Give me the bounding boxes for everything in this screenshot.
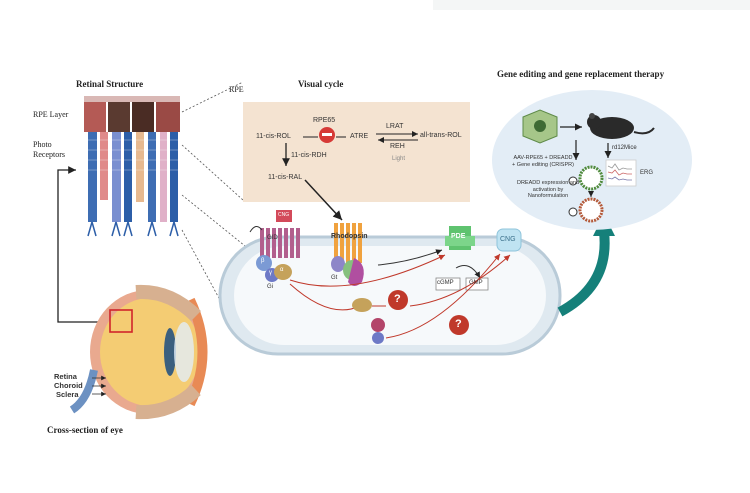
pde-label: PDE xyxy=(451,233,466,240)
rpe-label: RPE xyxy=(229,85,244,94)
gid-receptor xyxy=(249,210,300,258)
all-trans-rol-label: all-trans-ROL xyxy=(420,132,462,139)
retina-label: Retina xyxy=(54,372,77,381)
photo-receptors-label: Photo Receptors xyxy=(33,140,65,159)
vector-label: AAV-RPE65 + DREADD + Gene editing (CRISP… xyxy=(512,155,574,168)
atre-label: ATRE xyxy=(350,133,369,140)
alpha-label: α xyxy=(280,267,284,273)
dreadd-label: DREADD expression and activation by Nano… xyxy=(516,180,580,200)
cone-cell xyxy=(136,132,144,202)
gene-editing-title: Gene editing and gene replacement therap… xyxy=(497,69,665,79)
rhodopsin-label: Rhodopsin xyxy=(331,233,368,240)
question-mark-1: ? xyxy=(394,293,401,305)
question-mark-2: ? xyxy=(455,318,462,330)
retinal-structure-title: Retinal Structure xyxy=(76,79,144,89)
rpe65-label: RPE65 xyxy=(313,117,336,124)
rod-cell xyxy=(112,132,121,222)
eleven-cis-rol-label: 11-cis-ROL xyxy=(256,133,291,140)
cng-label: CNG xyxy=(500,236,516,243)
eleven-cis-ral-label: 11-cis-RAL xyxy=(268,174,303,181)
erg-label: ERG xyxy=(640,170,654,176)
top-faint-bar xyxy=(433,0,750,10)
mouse-icon xyxy=(587,113,655,139)
nanoparticle-icon xyxy=(568,165,604,223)
cgmp-label: cGMP xyxy=(437,280,454,286)
therapy-curve-arrow xyxy=(557,231,610,317)
eye-cross-section xyxy=(69,284,208,420)
rhodopsin xyxy=(331,223,364,286)
rd12mice-label: rd12Mice xyxy=(612,145,637,151)
cross-section-title: Cross-section of eye xyxy=(47,425,123,435)
question-marker-1 xyxy=(388,290,408,310)
gid-label: GID xyxy=(267,235,278,241)
rpe-layer-label: RPE Layer xyxy=(33,110,69,119)
pde-channel xyxy=(445,226,475,250)
cone-cell xyxy=(100,132,108,200)
beta-label: β xyxy=(261,258,265,264)
aav-virus-icon xyxy=(522,109,558,144)
rod-cell xyxy=(124,132,132,222)
rod-cell xyxy=(88,132,97,222)
gi-label: Gi xyxy=(267,284,273,290)
erg-trace xyxy=(605,159,637,187)
cone-cell xyxy=(160,132,167,222)
visual-cycle-title: Visual cycle xyxy=(298,79,344,89)
cng-small-label: CNG xyxy=(278,212,290,218)
light-label: Light xyxy=(392,156,406,162)
choroid-label: Choroid xyxy=(54,381,83,390)
reh-label: REH xyxy=(390,143,405,150)
gamma-label: γ xyxy=(269,270,272,276)
rod-cell xyxy=(170,132,178,222)
retina-structure-illustration xyxy=(84,96,180,237)
eye-to-retina-arrow xyxy=(57,166,108,323)
eleven-cis-rdh-label: 11-cis-RDH xyxy=(291,152,327,159)
sclera-label: Sclera xyxy=(56,390,79,399)
question-marker-2 xyxy=(449,315,469,335)
lrat-label: LRAT xyxy=(386,123,404,130)
zoom-box xyxy=(109,309,133,333)
ral-to-rhodopsin-arrow xyxy=(304,179,343,221)
gi-to-pde-arrow xyxy=(289,254,446,287)
zoom-lines xyxy=(181,81,251,301)
gmp-label: GMP xyxy=(469,280,483,286)
visual-cycle-box xyxy=(243,102,470,202)
rod-cell xyxy=(148,132,156,222)
cng-channel xyxy=(496,228,522,252)
gt-label: Gt xyxy=(331,275,338,281)
